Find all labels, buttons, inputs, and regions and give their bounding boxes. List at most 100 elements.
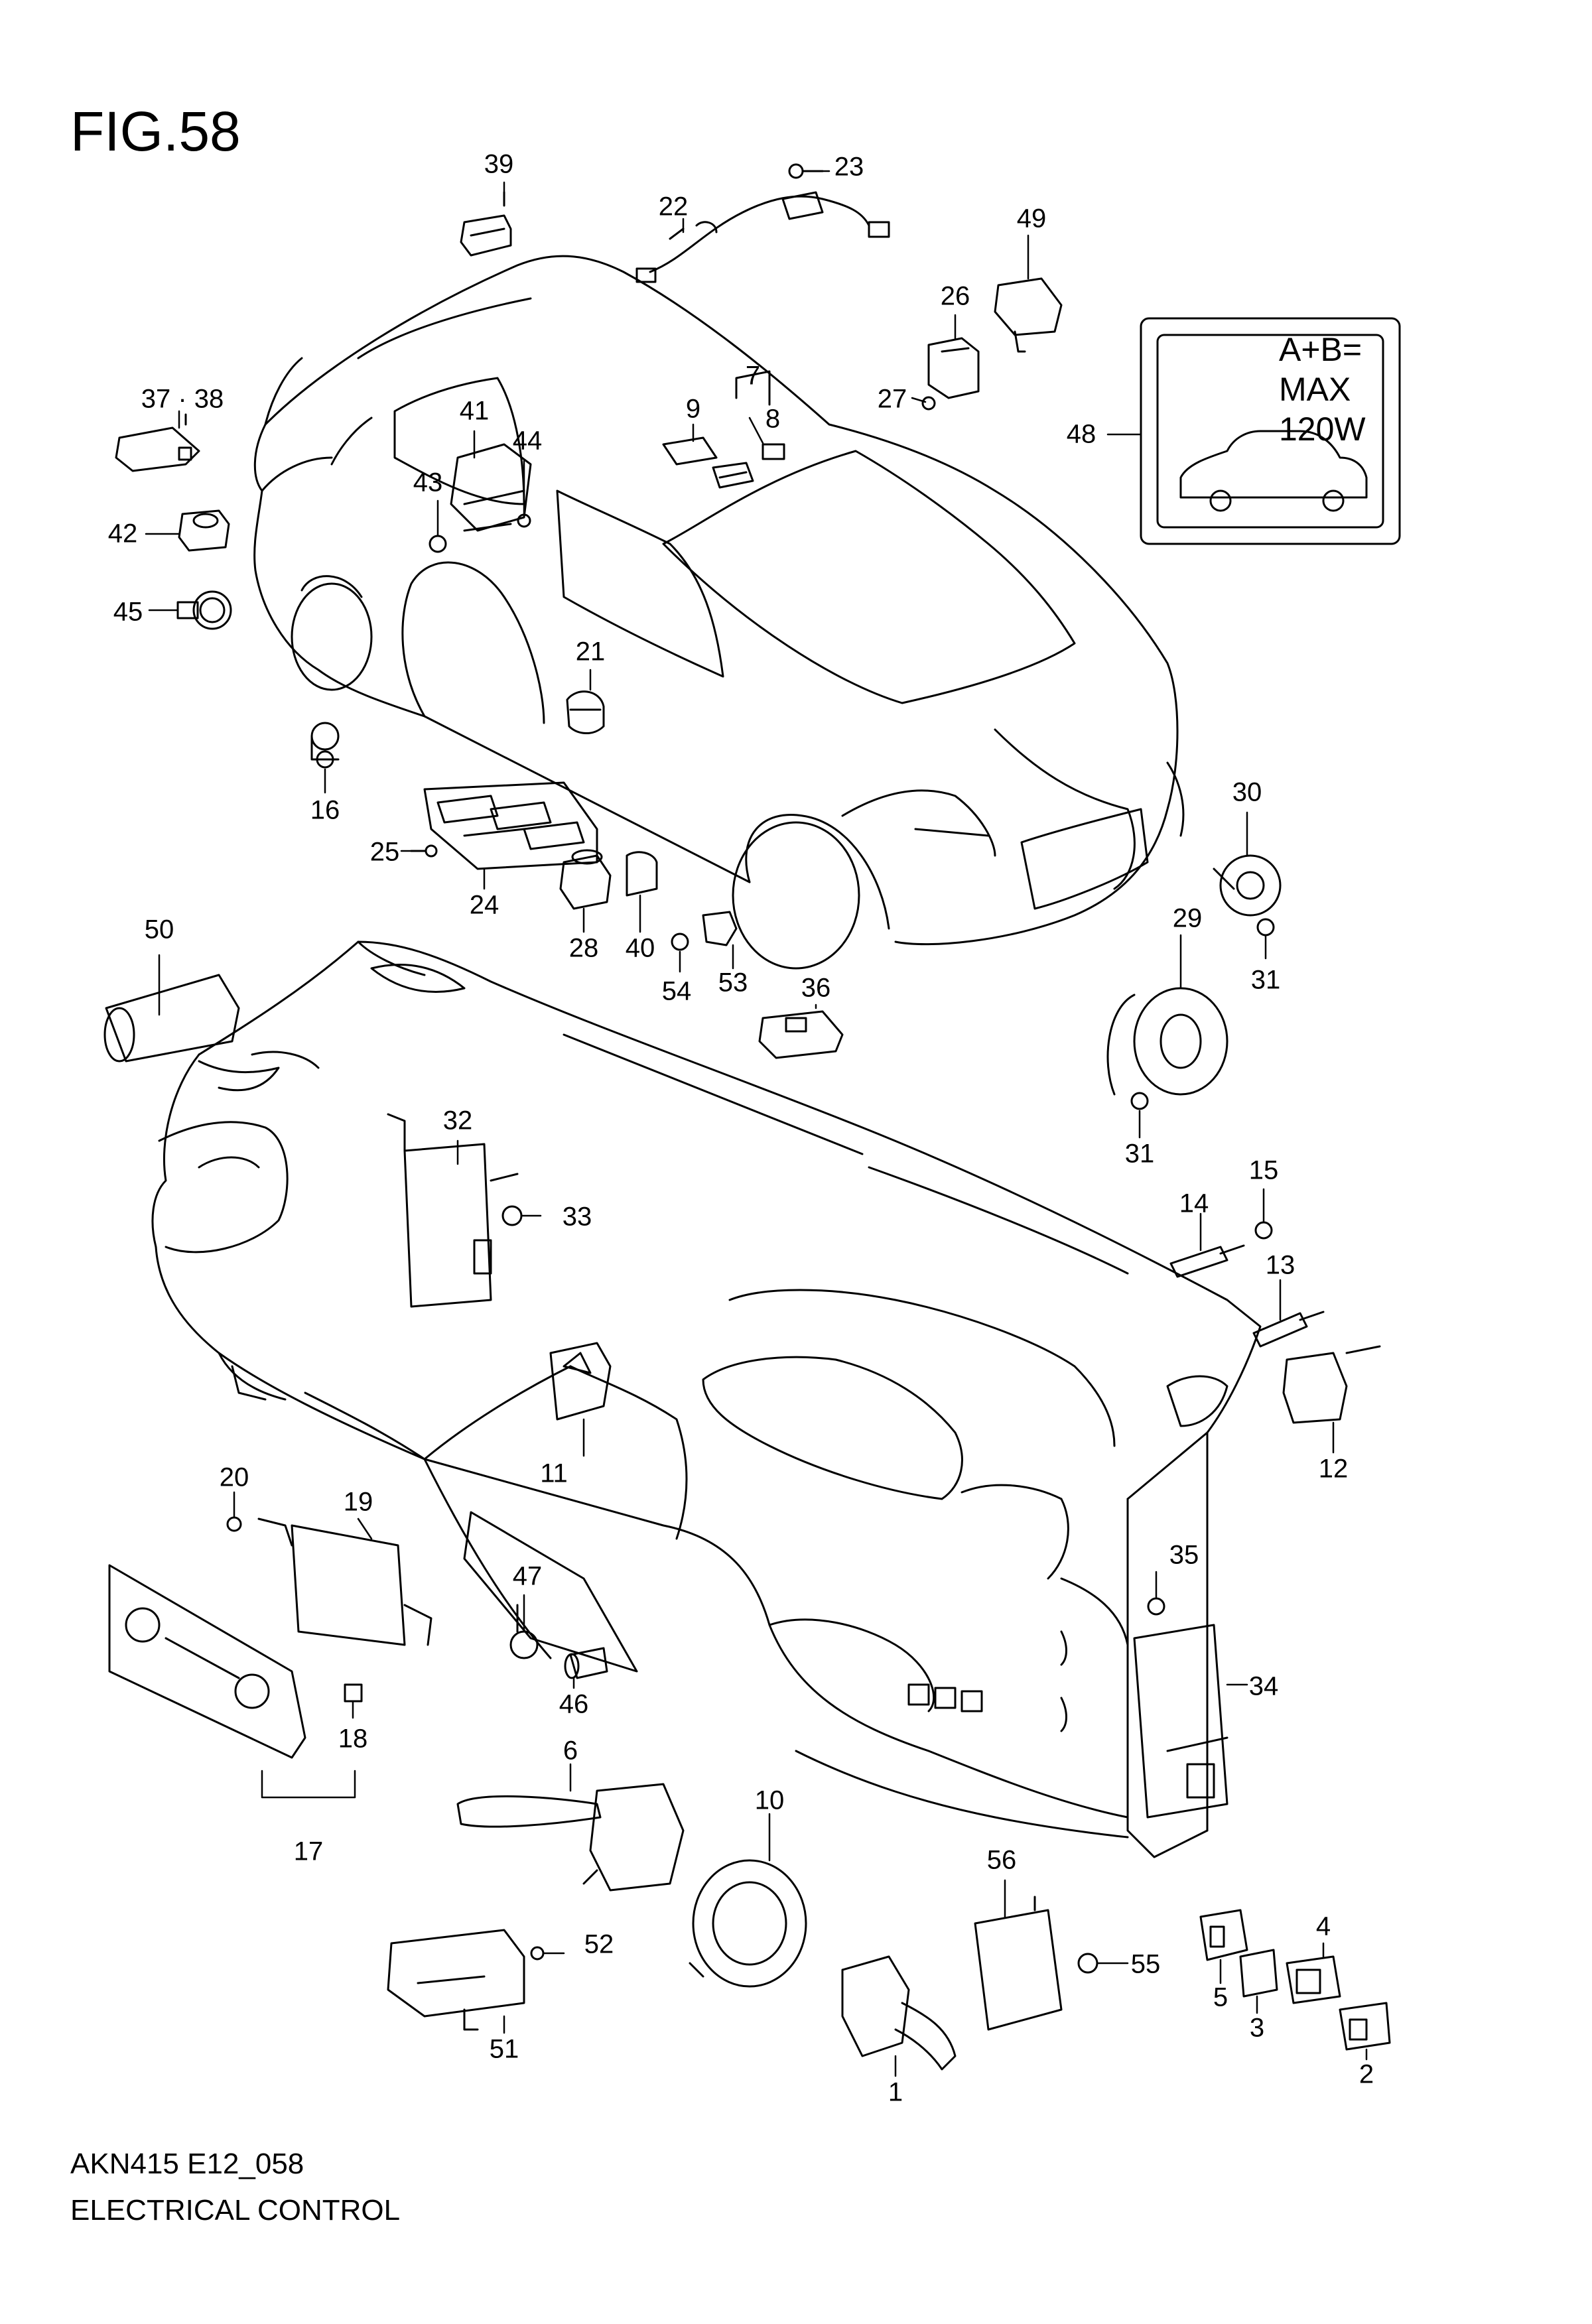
callout-33: 33 (562, 1202, 592, 1232)
callout-10: 10 (754, 1785, 785, 1815)
callout-31-a: 31 (1250, 965, 1281, 995)
callout-9: 9 (685, 394, 701, 424)
section-title: ELECTRICAL CONTROL (70, 2194, 401, 2227)
callout-54: 54 (661, 976, 692, 1006)
callout-56: 56 (986, 1845, 1017, 1875)
callout-47: 47 (512, 1561, 543, 1591)
callout-51: 51 (489, 2034, 519, 2064)
part-36 (758, 1010, 844, 1059)
part-32-module (387, 1113, 519, 1308)
callout-19: 19 (343, 1487, 373, 1517)
callout-55: 55 (1130, 1949, 1161, 1979)
dashboard-outline (151, 940, 1262, 1858)
callout-29: 29 (1172, 903, 1203, 933)
part-21 (566, 690, 605, 734)
callout-31-b: 31 (1124, 1139, 1155, 1169)
part-35 (1147, 1597, 1165, 1616)
part-20-screw (226, 1516, 242, 1532)
part-30-horn (1213, 854, 1282, 917)
callout-35: 35 (1169, 1540, 1199, 1570)
callout-7: 7 (745, 361, 761, 391)
part-45 (176, 590, 232, 630)
callout-17: 17 (293, 1837, 324, 1866)
callout-15: 15 (1248, 1155, 1279, 1185)
callout-30: 30 (1232, 777, 1262, 807)
part-5-switch (1199, 1909, 1248, 1961)
part-27-screw (921, 396, 936, 411)
part-17-ac-panel (108, 1564, 306, 1759)
part-7-8 (712, 370, 785, 489)
callout-48: 48 (1066, 419, 1096, 449)
part-10-clock-spring (689, 1859, 807, 1988)
part-16 (310, 722, 340, 769)
part-46 (564, 1647, 608, 1679)
callout-39: 39 (484, 149, 514, 179)
part-29-horn (1106, 987, 1228, 1096)
callout-6: 6 (563, 1736, 578, 1766)
part-26 (927, 337, 980, 399)
part-3-switch (1239, 1949, 1278, 1998)
callout-22: 22 (658, 192, 689, 222)
callout-4: 4 (1315, 1911, 1331, 1941)
part-4-switch (1286, 1955, 1341, 2004)
part-52-screw (530, 1946, 545, 1961)
callout-13: 13 (1265, 1250, 1295, 1280)
callout-5: 5 (1213, 1982, 1228, 2012)
part-31-screw-b (1130, 1092, 1149, 1110)
callout-32: 32 (442, 1106, 473, 1135)
part-6-switch (456, 1783, 685, 1892)
part-55 (1077, 1953, 1098, 1974)
part-53 (702, 911, 738, 946)
callout-42: 42 (107, 519, 138, 549)
callout-53: 53 (718, 968, 748, 998)
label-48-line-1: A+B= (1279, 331, 1362, 368)
part-23-screw (788, 163, 824, 179)
callout-25: 25 (369, 837, 400, 867)
callout-27: 27 (877, 384, 907, 414)
leader-lines (145, 170, 1368, 2077)
callout-37-38: 37 · 38 (141, 384, 224, 414)
part-42 (178, 509, 230, 552)
callout-40: 40 (625, 933, 655, 963)
part-18 (344, 1683, 363, 1703)
callout-26: 26 (940, 281, 970, 311)
label-48-line-3: 120W (1279, 411, 1366, 448)
part-31-screw-a (1256, 918, 1275, 936)
part-37-38 (115, 413, 200, 472)
callout-44: 44 (512, 426, 543, 456)
callout-12: 12 (1318, 1454, 1349, 1484)
label-48-line-2: MAX (1279, 371, 1351, 408)
callout-24: 24 (469, 890, 499, 920)
callout-23: 23 (834, 152, 864, 182)
part-49 (994, 277, 1063, 353)
callout-46: 46 (559, 1689, 589, 1719)
part-28 (559, 849, 612, 910)
callout-11: 11 (540, 1458, 568, 1488)
figure-title: FIG.58 (70, 100, 241, 162)
part-24-window-switch (423, 781, 598, 870)
part-34-module (1133, 1624, 1228, 1819)
callout-50: 50 (144, 915, 174, 944)
part-54 (671, 933, 689, 951)
part-12 (1282, 1345, 1381, 1424)
callout-36: 36 (801, 973, 831, 1003)
callout-20: 20 (219, 1462, 249, 1492)
part-2-switch (1339, 2002, 1391, 2051)
part-56 (974, 1896, 1063, 2031)
callout-16: 16 (310, 795, 340, 825)
part-15 (1254, 1221, 1273, 1240)
callout-45: 45 (113, 597, 143, 627)
part-19-module (257, 1517, 432, 1646)
callout-41: 41 (459, 396, 490, 426)
callout-8: 8 (765, 404, 781, 434)
part-50 (103, 974, 240, 1063)
callout-2: 2 (1359, 2059, 1374, 2089)
callout-28: 28 (568, 933, 599, 963)
label-48-box (1140, 317, 1401, 545)
part-14 (1169, 1244, 1245, 1278)
callout-34: 34 (1248, 1671, 1279, 1701)
callout-49: 49 (1016, 204, 1047, 233)
part-22-harness (635, 191, 890, 283)
